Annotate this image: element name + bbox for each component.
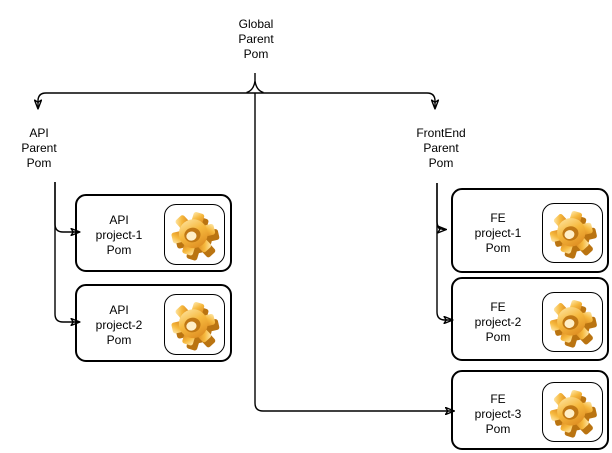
group-fe-project-2: FE project-2 Pom [451,277,609,361]
node-label-line: Pom [485,330,511,344]
node-label: FE project-1 Pom [461,197,535,267]
edge-global-to-api-parent [38,92,255,109]
edge-junction-flare-right [254,81,264,94]
node-label-line: Pom [428,156,454,170]
gear-box [542,203,603,263]
edge-junction-flare-left [246,81,256,94]
node-label-line: project-2 [95,318,143,332]
node-global-parent-pom: Global Parent Pom [221,0,291,73]
node-label-line: Pom [485,241,511,255]
node-label-line: Pom [106,243,132,257]
edge-global-to-frontend-parent [255,92,435,109]
node-label: FrontEnd Parent Pom [402,111,480,183]
node-label-line: API [109,303,129,317]
node-label-line: FE [490,392,506,406]
node-label-line: project-3 [474,407,522,421]
node-label: API project-1 Pom [84,199,154,269]
node-label: FE project-3 Pom [461,378,535,448]
node-fe-project-1-pom: FE project-1 Pom [461,194,535,267]
node-label-line: Pom [26,155,52,170]
node-api-parent-pom: API Parent Pom [5,108,73,182]
gear-icon [545,385,599,438]
node-label-line: API [109,213,129,227]
node-label-line: API [29,125,49,140]
node-label-line: FrontEnd [416,126,466,140]
node-label: API Parent Pom [5,111,73,182]
gear-icon [167,297,221,351]
node-api-project-1-pom: API project-1 Pom [84,196,154,269]
node-label-line: Parent [238,32,274,46]
node-label-line: Pom [243,47,269,61]
edge-frontend-parent-to-project-1 [436,183,446,230]
gear-icon [545,206,599,259]
group-api-project-1: API project-1 Pom [75,194,232,272]
node-frontend-parent-pom: FrontEnd Parent Pom [402,108,480,183]
node-fe-project-2-pom: FE project-2 Pom [461,283,535,356]
node-label-line: FE [490,211,506,225]
node-label: Global Parent Pom [221,3,291,73]
node-label-line: Parent [423,141,459,155]
node-label-line: Pom [106,333,132,347]
node-label-line: FE [490,300,506,314]
node-label-line: project-2 [474,315,522,329]
gear-icon [545,295,599,348]
node-label: API project-2 Pom [84,289,154,359]
node-api-project-2-pom: API project-2 Pom [84,286,154,359]
node-label-line: project-1 [474,226,522,240]
gear-box [542,382,603,442]
group-fe-project-3: FE project-3 Pom [451,370,609,450]
gear-box [164,204,225,265]
node-label-line: Pom [485,422,511,436]
gear-box [542,292,603,352]
node-label-line: project-1 [95,228,143,242]
node-label-line: Parent [21,140,57,155]
node-fe-project-3-pom: FE project-3 Pom [461,375,535,448]
node-label-line: Global [238,17,274,31]
node-label: FE project-2 Pom [461,286,535,356]
gear-box [164,294,225,355]
group-api-project-2: API project-2 Pom [75,284,232,362]
gear-icon [167,207,221,261]
group-fe-project-1: FE project-1 Pom [451,188,609,273]
